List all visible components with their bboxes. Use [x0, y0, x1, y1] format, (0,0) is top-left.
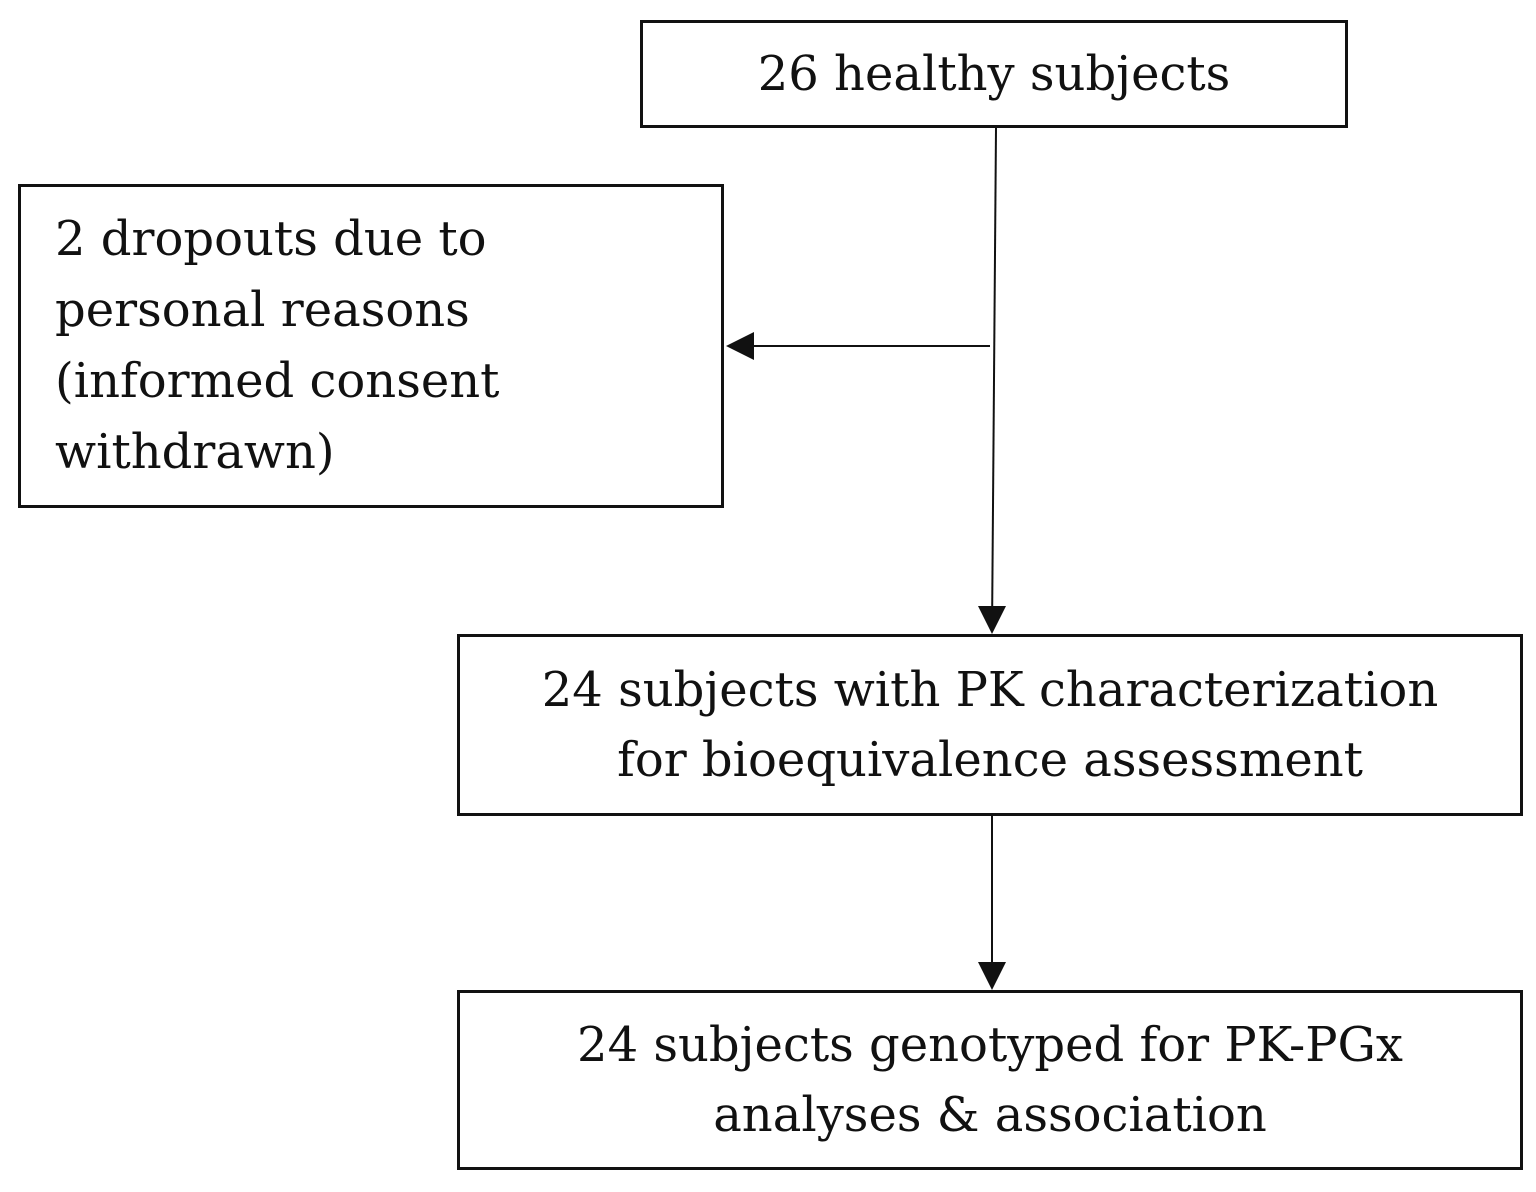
pk-characterization-text-line-1: 24 subjects with PK characterization	[541, 662, 1439, 718]
arrowhead-to-dropouts	[726, 332, 754, 360]
dropouts-box: 2 dropouts due to personal reasons (info…	[18, 184, 724, 508]
dropouts-text-line-1: 2 dropouts due to	[55, 211, 487, 267]
arrowhead-enrolled-to-pk	[978, 606, 1006, 634]
dropouts-text-line-2: personal reasons	[55, 282, 470, 338]
enrolled-subjects-box: 26 healthy subjects	[640, 20, 1348, 128]
genotyped-text-line-2: analyses & association	[713, 1087, 1267, 1143]
genotyped-text-line-1: 24 subjects genotyped for PK-PGx	[577, 1017, 1403, 1073]
arrow-enrolled-to-pk	[991, 127, 997, 633]
dropouts-text-line-4: withdrawn)	[55, 424, 335, 480]
dropouts-text-line-3: (informed consent	[55, 353, 500, 409]
genotyped-box: 24 subjects genotyped for PK-PGx analyse…	[457, 990, 1523, 1170]
pk-characterization-box: 24 subjects with PK characterization for…	[457, 634, 1523, 816]
enrolled-subjects-text: 26 healthy subjects	[757, 46, 1231, 102]
pk-characterization-text-line-2: for bioequivalence assessment	[617, 732, 1363, 788]
arrowhead-pk-to-pgx	[978, 962, 1006, 990]
